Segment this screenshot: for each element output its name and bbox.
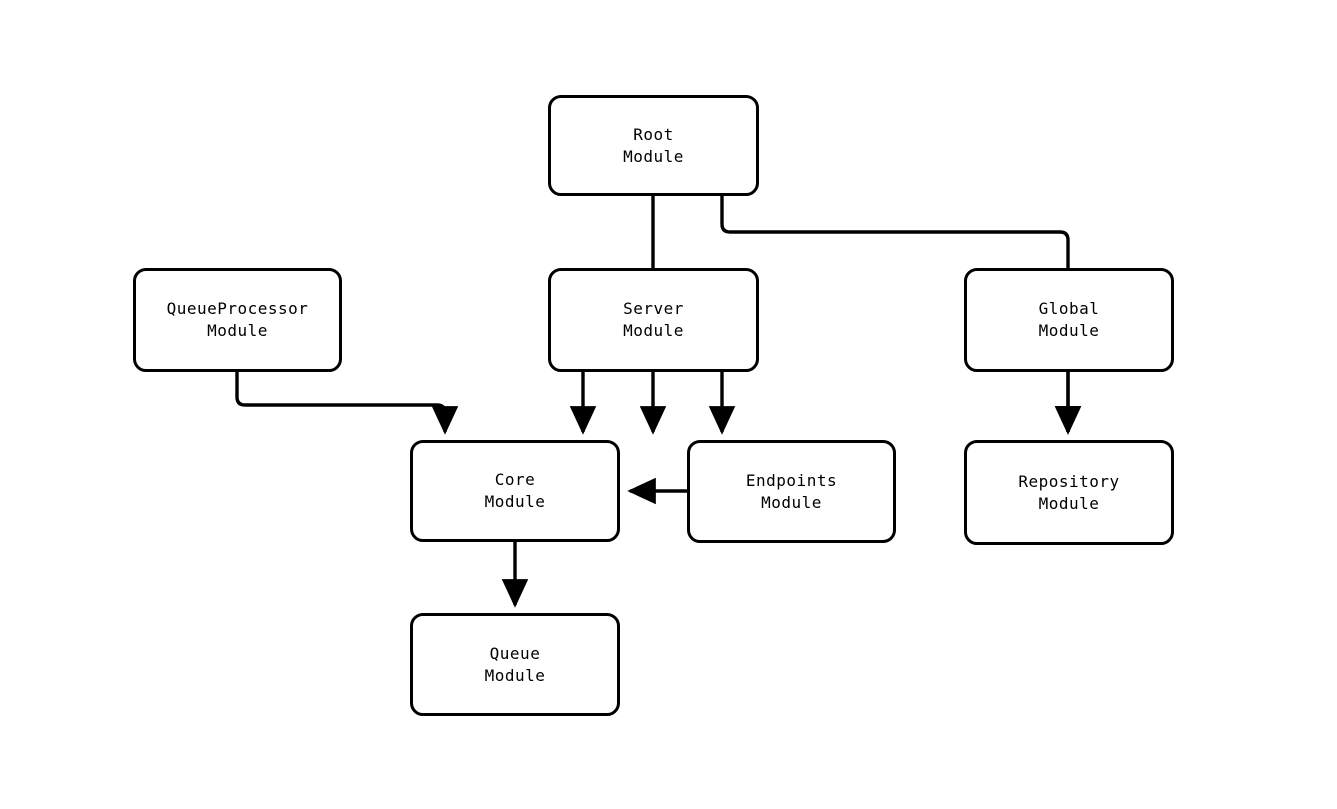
node-endpoints[interactable]: Endpoints Module [687, 440, 896, 543]
node-global-label: Global Module [1038, 299, 1100, 340]
node-root[interactable]: Root Module [548, 95, 759, 196]
node-global[interactable]: Global Module [964, 268, 1174, 372]
edge-queueprocessor-to-core [235, 372, 459, 435]
node-core[interactable]: Core Module [410, 440, 620, 542]
node-repository-label: Repository Module [1018, 471, 1120, 513]
node-server[interactable]: Server Module [548, 268, 759, 372]
edge-root-to-global [720, 196, 1082, 435]
node-server-label: Server Module [623, 299, 684, 340]
node-endpoints-label: Endpoints Module [745, 470, 838, 512]
node-core-label: Core Module [484, 470, 546, 511]
node-repository[interactable]: Repository Module [964, 440, 1174, 545]
node-queue[interactable]: Queue Module [410, 613, 620, 716]
node-queueprocessor-label: QueueProcessor Module [166, 299, 309, 340]
node-root-label: Root Module [623, 124, 684, 166]
node-queueprocessor[interactable]: QueueProcessor Module [133, 268, 342, 372]
node-queue-label: Queue Module [484, 643, 546, 685]
